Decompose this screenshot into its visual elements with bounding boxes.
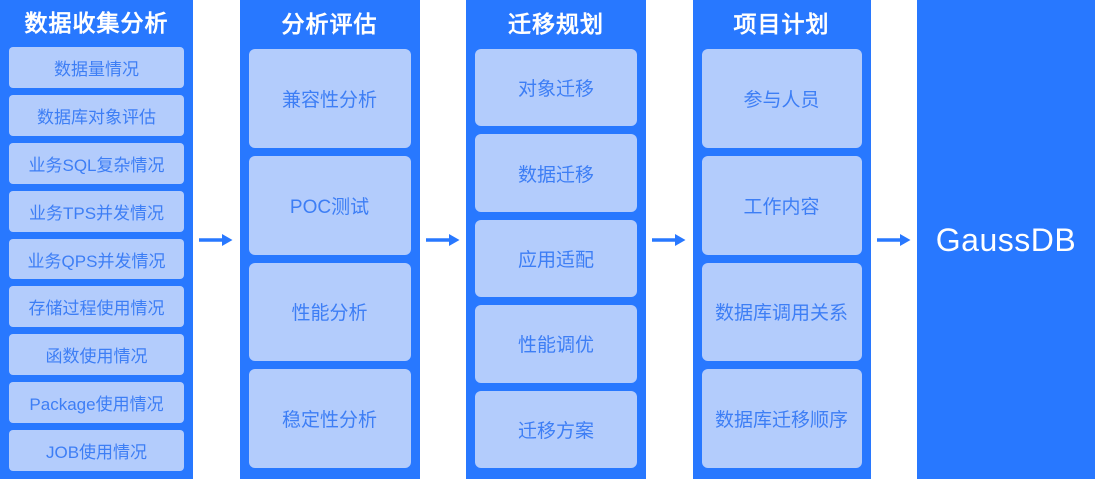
stage-column-migration-planning: 迁移规划 对象迁移 数据迁移 应用适配 性能调优 迁移方案 xyxy=(466,0,646,479)
target-column-gaussdb: GaussDB xyxy=(917,0,1095,479)
list-item[interactable]: 性能调优 xyxy=(475,305,637,383)
list-item[interactable]: 数据库调用关系 xyxy=(701,262,862,362)
list-item[interactable]: 数据迁移 xyxy=(475,134,637,212)
list-item[interactable]: 迁移方案 xyxy=(475,390,637,469)
arrow-right-icon xyxy=(199,233,233,246)
stage-header-data-collection: 数据收集分析 xyxy=(24,10,169,36)
arrow-right-icon xyxy=(652,233,686,246)
arrow-right-icon xyxy=(425,233,460,246)
arrow-right-icon xyxy=(876,233,911,246)
stage-column-data-collection: 数据收集分析 数据量情况 数据库对象评估 业务SQL复杂情况 业务TPS并发情况… xyxy=(0,0,193,479)
list-item[interactable]: 函数使用情况 xyxy=(9,334,184,376)
list-item[interactable]: 业务SQL复杂情况 xyxy=(9,142,184,184)
list-item[interactable]: 参与人员 xyxy=(701,49,862,148)
stage-column-project-plan: 项目计划 参与人员 工作内容 数据库调用关系 数据库迁移顺序 xyxy=(692,0,871,479)
list-item[interactable]: JOB使用情况 xyxy=(9,430,184,472)
stage-header-project-plan: 项目计划 xyxy=(733,11,830,37)
stage-header-migration-planning: 迁移规划 xyxy=(508,11,604,37)
list-item[interactable]: POC测试 xyxy=(248,155,411,255)
arrow-connector-1 xyxy=(193,0,240,479)
list-item[interactable]: 数据库对象评估 xyxy=(9,94,184,136)
list-item[interactable]: 兼容性分析 xyxy=(248,49,411,148)
list-item[interactable]: 稳定性分析 xyxy=(248,369,411,468)
list-item[interactable]: 性能分析 xyxy=(248,262,411,362)
stage-items-project-plan: 参与人员 工作内容 数据库调用关系 数据库迁移顺序 xyxy=(701,49,862,479)
list-item[interactable]: Package使用情况 xyxy=(9,382,184,424)
list-item[interactable]: 业务QPS并发情况 xyxy=(9,238,184,280)
stage-items-analysis-assessment: 兼容性分析 POC测试 性能分析 稳定性分析 xyxy=(248,49,411,479)
arrow-connector-4 xyxy=(871,0,918,479)
stage-items-data-collection: 数据量情况 数据库对象评估 业务SQL复杂情况 业务TPS并发情况 业务QPS并… xyxy=(9,47,184,479)
list-item[interactable]: 工作内容 xyxy=(701,155,862,255)
stage-column-analysis-assessment: 分析评估 兼容性分析 POC测试 性能分析 稳定性分析 xyxy=(239,0,420,479)
target-label: GaussDB xyxy=(935,221,1077,258)
list-item[interactable]: 应用适配 xyxy=(475,219,637,298)
list-item[interactable]: 业务TPS并发情况 xyxy=(9,190,184,232)
arrow-connector-2 xyxy=(420,0,467,479)
list-item[interactable]: 存储过程使用情况 xyxy=(9,286,184,328)
stage-header-analysis-assessment: 分析评估 xyxy=(281,11,378,37)
list-item[interactable]: 对象迁移 xyxy=(475,49,637,127)
list-item[interactable]: 数据量情况 xyxy=(9,47,184,88)
list-item[interactable]: 数据库迁移顺序 xyxy=(701,369,862,468)
arrow-connector-3 xyxy=(646,0,693,479)
stage-items-migration-planning: 对象迁移 数据迁移 应用适配 性能调优 迁移方案 xyxy=(475,49,637,479)
